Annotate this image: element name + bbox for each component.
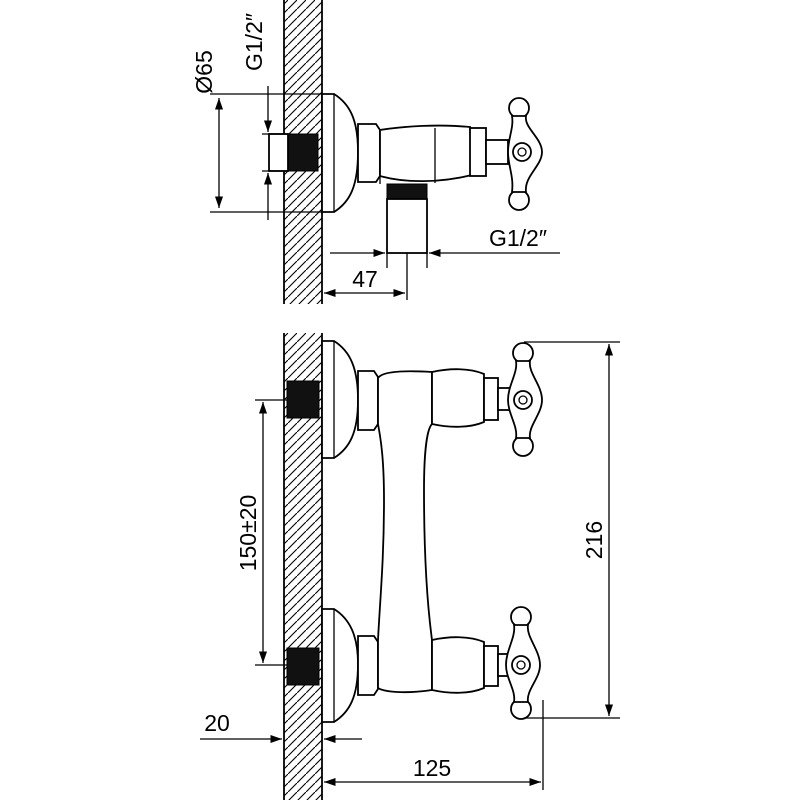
dim-thread-outlet: G1/2″ (330, 225, 560, 268)
rosette-top (321, 93, 359, 213)
outlet-thread-top (386, 183, 428, 200)
wall-thread-insert-top (287, 133, 319, 172)
dim-label-150: 150±20 (235, 495, 261, 572)
mixer-body (377, 370, 433, 694)
dim-label-thread-outlet: G1/2″ (489, 225, 547, 251)
outlet-pipe-top (386, 198, 428, 254)
nut-lower (357, 635, 379, 696)
rosette-lower (321, 608, 359, 723)
dim-spacing-150: 150±20 (235, 399, 287, 666)
dim-height-216: 216 (524, 341, 620, 719)
valve-body-top (379, 124, 473, 183)
cross-handle-upper (507, 342, 543, 457)
cross-handle-lower (505, 606, 541, 720)
nut-upper (357, 370, 379, 431)
valve-lower (431, 636, 485, 694)
dim-label-diameter: Ø65 (191, 50, 217, 93)
wall-thread-insert-lower (286, 647, 320, 686)
dim-width-125: 125 (324, 700, 544, 790)
dim-label-125: 125 (413, 755, 451, 781)
dim-label-47: 47 (352, 266, 378, 292)
dim-thread-wall: G1/2″ (241, 13, 288, 220)
cross-handle-top (507, 97, 543, 211)
nut-top (357, 123, 381, 183)
valve-upper (431, 368, 485, 428)
front-view: 150±20 216 20 125 (200, 333, 620, 800)
dim-depth-47: 47 (324, 253, 408, 300)
dim-diameter-65: Ø65 (191, 50, 322, 213)
dim-label-216: 216 (581, 521, 607, 559)
dim-label-thread-wall: G1/2″ (241, 13, 267, 71)
dim-label-20: 20 (204, 710, 230, 736)
rosette-upper (321, 340, 359, 459)
dim-wall-20: 20 (200, 710, 362, 744)
wall-thread-insert-upper (286, 380, 320, 419)
top-view: Ø65 G1/2″ G1/2″ 47 (191, 0, 560, 304)
